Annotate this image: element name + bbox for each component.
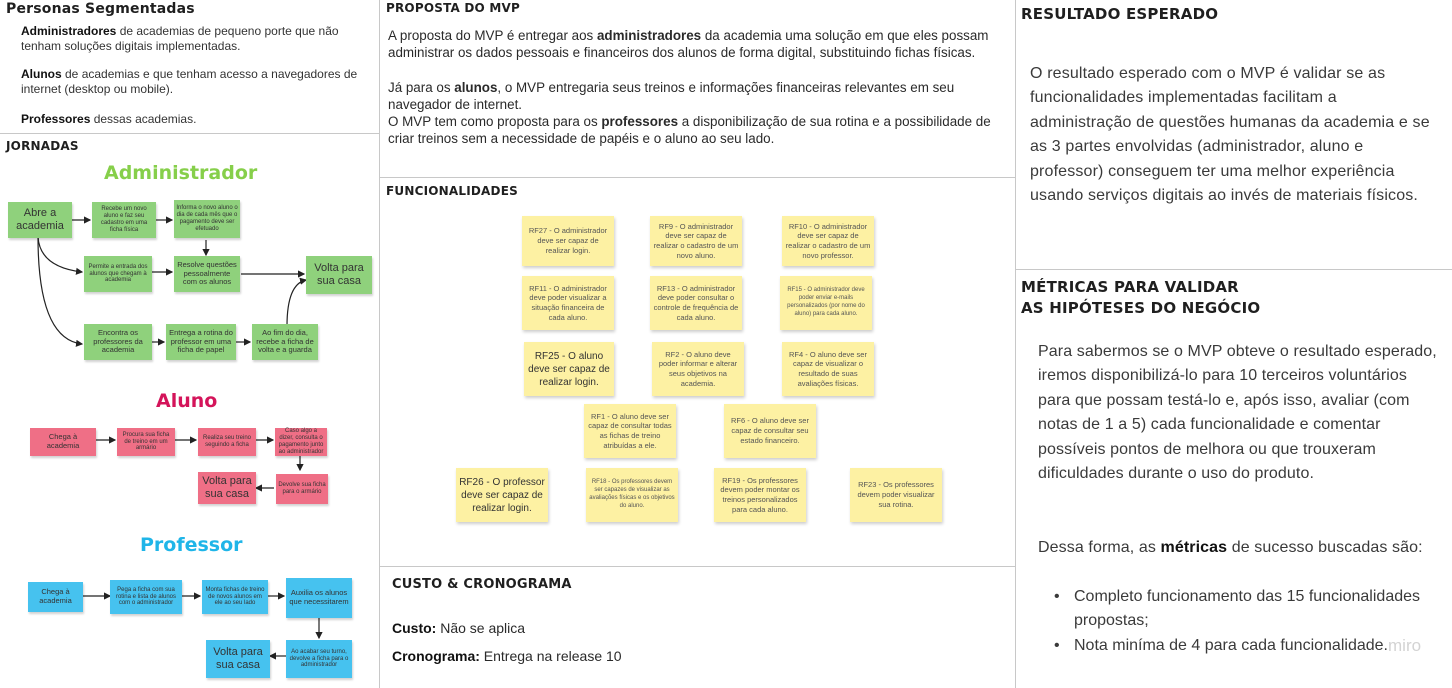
metricas-intro: Dessa forma, as métricas de sucesso busc… bbox=[1038, 536, 1438, 560]
aluno-node-chega: Chega à academia bbox=[30, 428, 96, 456]
arrow bbox=[37, 236, 84, 347]
metricas-intro-a: Dessa forma, as bbox=[1038, 539, 1161, 556]
aluno-node-volta: Volta para sua casa bbox=[198, 472, 256, 504]
persona-professores: Professores dessas academias. bbox=[21, 112, 366, 127]
jornadas-title: JORNADAS bbox=[6, 139, 79, 153]
sticky-rf18: RF18 - Os professores devem ser capazes … bbox=[586, 468, 678, 522]
resultado-panel: RESULTADO ESPERADO O resultado esperado … bbox=[1016, 0, 1452, 270]
aluno-node-devolve: Devolve sua ficha para o armário bbox=[276, 474, 328, 504]
proposta-p2-a: Já para os bbox=[388, 80, 455, 95]
custo-line: Custo: Não se aplica bbox=[392, 620, 525, 636]
admin-node-entrega: Entrega a rotina do professor em uma fic… bbox=[166, 324, 236, 360]
aluno-flow-title: Aluno bbox=[156, 390, 218, 412]
proposta-panel: PROPOSTA DO MVP A proposta do MVP é entr… bbox=[380, 0, 1016, 178]
metricas-panel: MÉTRICAS PARA VALIDAR AS HIPÓTESES DO NEG… bbox=[1016, 270, 1452, 688]
proposta-admin-paragraph: A proposta do MVP é entregar aos adminis… bbox=[388, 28, 1008, 61]
metricas-paragraph: Para sabermos se o MVP obteve o resultad… bbox=[1038, 343, 1437, 483]
sticky-rf2: RF2 - O aluno deve poder informar e alte… bbox=[652, 342, 744, 396]
metricas-title: MÉTRICAS PARA VALIDAR AS HIPÓTESES DO NEG… bbox=[1021, 277, 1260, 319]
admin-node-volta: Volta para sua casa bbox=[306, 256, 372, 294]
admin-flow-title: Administrador bbox=[104, 162, 258, 184]
sticky-rf15: RF15 - O administrador deve poder enviar… bbox=[780, 276, 872, 330]
professor-flow-title: Professor bbox=[140, 534, 243, 556]
metricas-bullet-2: Nota miníma de 4 para cada funcionalidad… bbox=[1038, 634, 1450, 659]
proposta-title: PROPOSTA DO MVP bbox=[386, 1, 520, 15]
arrow bbox=[286, 277, 308, 327]
sticky-rf4: RF4 - O aluno deve ser capaz de visualiz… bbox=[782, 342, 874, 396]
prof-node-auxilia: Auxilia os alunos que necessitarem bbox=[286, 578, 352, 618]
proposta-p3-b: a disponibilização de sua rotina e a pos… bbox=[388, 114, 991, 146]
sticky-rf26: RF26 - O professor deve ser capaz de rea… bbox=[456, 468, 548, 522]
admin-node-encontra: Encontra os professores da academia bbox=[84, 324, 152, 360]
miro-watermark: miro bbox=[1388, 636, 1422, 655]
funcionalidades-panel: FUNCIONALIDADES RF27 - O administrador d… bbox=[380, 178, 1016, 567]
custo-panel: CUSTO & CRONOGRAMA Custo: Não se aplica … bbox=[380, 567, 1016, 688]
aluno-node-pagamento: Caso algo a dizer, consulta o pagamento … bbox=[275, 428, 327, 456]
persona-admin: Administradores de academias de pequeno … bbox=[21, 24, 366, 54]
persona-prof-text: dessas academias. bbox=[90, 112, 197, 126]
persona-alunos: Alunos de academias e que tenham acesso … bbox=[21, 67, 366, 97]
proposta-alunos-paragraph: Já para os alunos, o MVP entregaria seus… bbox=[388, 80, 1008, 113]
prof-node-acabar: Ao acabar seu turno, devolve a ficha par… bbox=[286, 640, 352, 678]
prof-node-volta: Volta para sua casa bbox=[206, 640, 270, 678]
cronograma-label: Cronograma: bbox=[392, 648, 480, 664]
admin-node-resolve: Resolve questões pessoalmente com os alu… bbox=[174, 256, 240, 292]
admin-node-fim-dia: Ao fim do dia, recebe a ficha de volta e… bbox=[252, 324, 318, 360]
persona-alunos-label: Alunos bbox=[21, 67, 62, 81]
sticky-rf10: RF10 - O administrador deve ser capaz de… bbox=[782, 216, 874, 266]
custo-label: Custo: bbox=[392, 620, 437, 636]
funcionalidades-title: FUNCIONALIDADES bbox=[386, 184, 518, 198]
sticky-rf27: RF27 - O administrador deve ser capaz de… bbox=[522, 216, 614, 266]
custo-value: Não se aplica bbox=[436, 620, 526, 636]
metricas-title-line2: AS HIPÓTESES DO NEGÓCIO bbox=[1021, 299, 1261, 317]
proposta-p2-b: , o MVP entregaria seus treinos e inform… bbox=[388, 80, 955, 112]
admin-node-abre: Abre a academia bbox=[8, 202, 72, 238]
sticky-rf1: RF1 - O aluno deve ser capaz de consulta… bbox=[584, 404, 676, 458]
resultado-text: O resultado esperado com o MVP é validar… bbox=[1030, 65, 1430, 205]
persona-admin-text: de academias de pequeno porte que não te… bbox=[21, 24, 339, 53]
aluno-node-procura: Procura sua ficha de treino em um armári… bbox=[117, 428, 175, 456]
proposta-p1-a: A proposta do MVP é entregar aos bbox=[388, 28, 597, 43]
custo-title: CUSTO & CRONOGRAMA bbox=[392, 577, 572, 592]
sticky-rf25: RF25 - O aluno deve ser capaz de realiza… bbox=[524, 342, 614, 396]
persona-admin-label: Administradores bbox=[21, 24, 117, 38]
admin-node-permite: Permite a entrada dos alunos que chegam … bbox=[84, 256, 152, 292]
personas-title: Personas Segmentadas bbox=[6, 1, 195, 17]
resultado-title: RESULTADO ESPERADO bbox=[1021, 5, 1219, 23]
proposta-prof-paragraph: O MVP tem como proposta para os professo… bbox=[388, 114, 1008, 147]
persona-prof-label: Professores bbox=[21, 112, 91, 126]
jornadas-panel: JORNADAS bbox=[0, 134, 380, 688]
proposta-p3-bold: professores bbox=[601, 114, 679, 129]
metricas-intro-bold: métricas bbox=[1160, 539, 1228, 556]
metricas-title-line1: MÉTRICAS PARA VALIDAR bbox=[1021, 278, 1239, 296]
sticky-rf6: RF6 - O aluno deve ser capaz de consulta… bbox=[724, 404, 816, 458]
cronograma-value: Entrega na release 10 bbox=[479, 648, 622, 664]
metricas-list: Completo funcionamento das 15 funcionali… bbox=[1038, 585, 1450, 659]
proposta-p1-b: da academia uma solução em que eles poss… bbox=[388, 28, 989, 60]
sticky-rf11: RF11 - O administrador deve poder visual… bbox=[522, 276, 614, 330]
arrow bbox=[37, 236, 84, 275]
metricas-intro-b: de sucesso buscadas são: bbox=[1227, 539, 1423, 556]
sticky-rf23: RF23 - Os professores devem poder visual… bbox=[850, 468, 942, 522]
proposta-p1-bold: administradores bbox=[596, 28, 702, 43]
personas-panel: Personas Segmentadas Administradores de … bbox=[0, 0, 380, 134]
persona-alunos-text: de academias e que tenham acesso a naveg… bbox=[21, 67, 358, 96]
sticky-rf13: RF13 - O administrador deve poder consul… bbox=[650, 276, 742, 330]
prof-node-pega: Pega a ficha com sua rotina e lista de a… bbox=[110, 580, 182, 614]
proposta-p2-bold: alunos bbox=[454, 80, 498, 95]
journey-arrows bbox=[37, 216, 323, 660]
admin-node-informa: Informa o novo aluno o dia de cada mês q… bbox=[174, 200, 240, 238]
admin-node-recebe: Recebe um novo aluno e faz seu cadastro … bbox=[92, 202, 156, 238]
sticky-rf9: RF9 - O administrador deve ser capaz de … bbox=[650, 216, 742, 266]
metricas-bullet-1: Completo funcionamento das 15 funcionali… bbox=[1038, 585, 1450, 634]
sticky-rf19: RF19 - Os professores devem poder montar… bbox=[714, 468, 806, 522]
prof-node-monta: Monta fichas de treino de novos alunos e… bbox=[202, 580, 268, 614]
prof-node-chega: Chega à academia bbox=[28, 582, 83, 612]
aluno-node-realiza: Realiza seu treino seguindo a ficha bbox=[198, 428, 256, 456]
cronograma-line: Cronograma: Entrega na release 10 bbox=[392, 648, 622, 664]
proposta-p3-a: O MVP tem como proposta para os bbox=[388, 114, 602, 129]
